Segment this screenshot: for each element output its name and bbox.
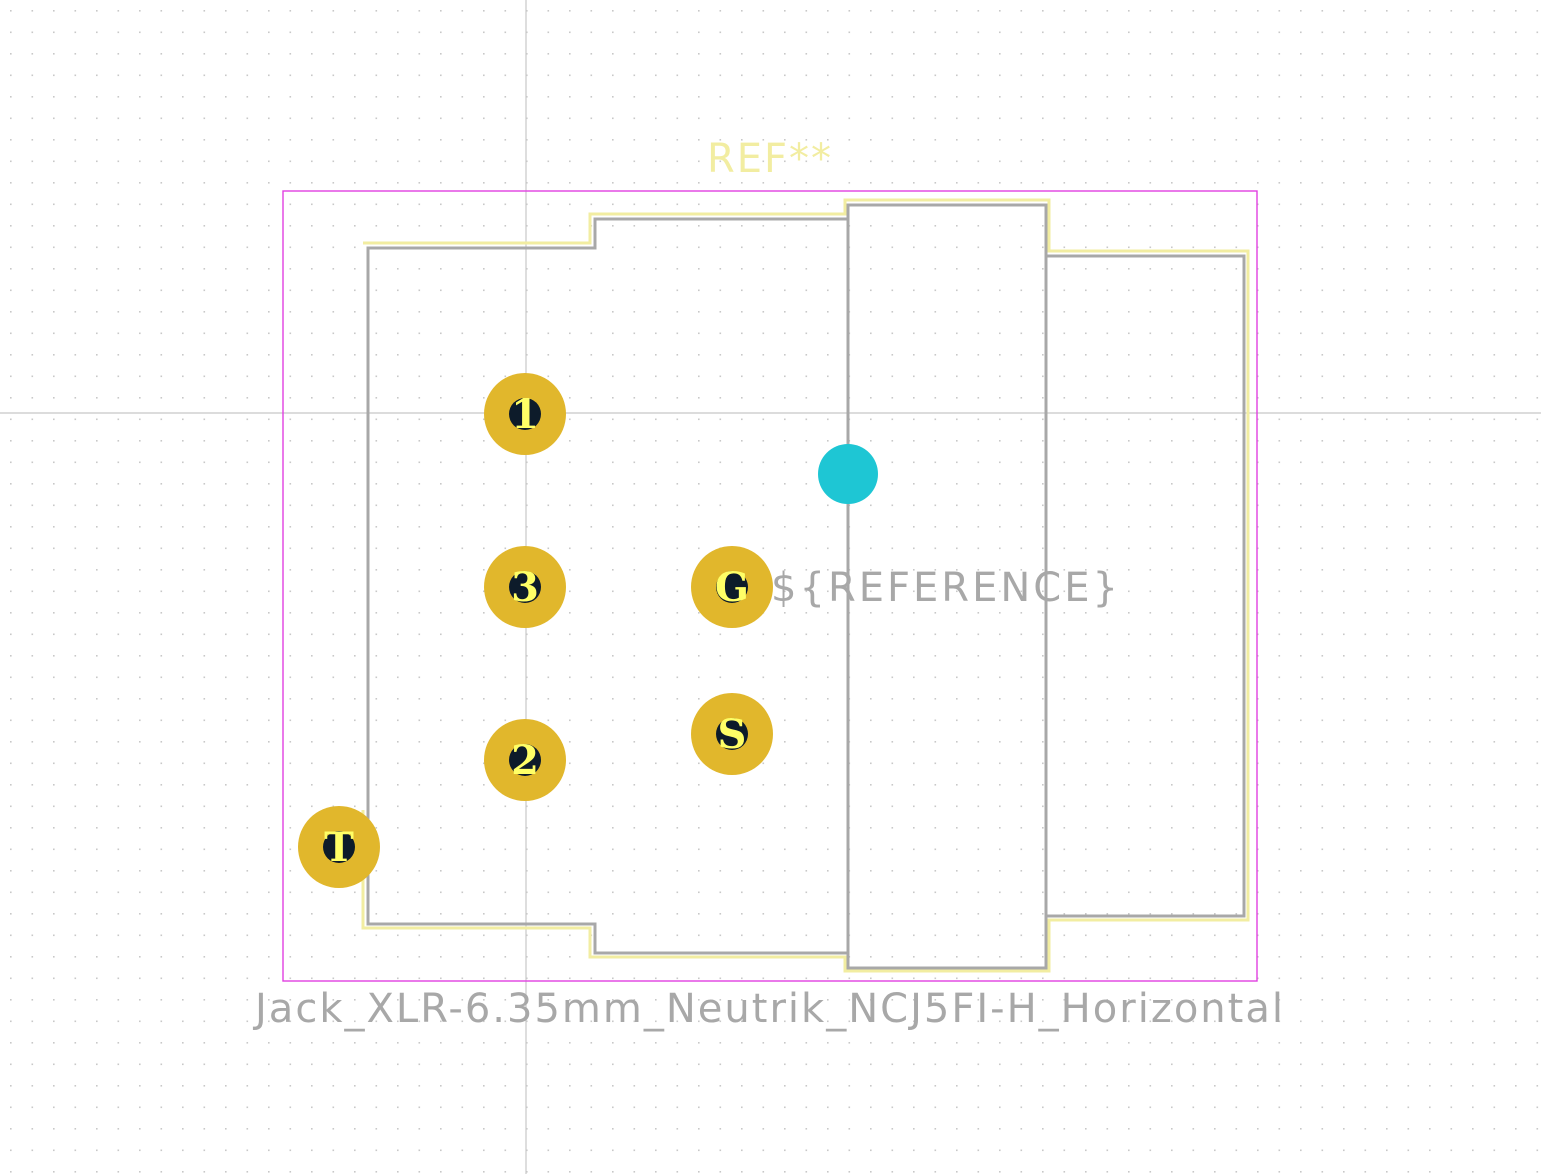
pad-drill xyxy=(716,718,748,750)
pad-label: 2 xyxy=(511,737,539,784)
value-text[interactable]: ${REFERENCE} xyxy=(771,565,1121,611)
pad-drill xyxy=(509,744,541,776)
pad-label: G xyxy=(715,564,749,611)
footprint-name-text[interactable]: Jack_XLR-6.35mm_Neutrik_NCJ5FI-H_Horizon… xyxy=(252,986,1285,1032)
pad-label: T xyxy=(324,824,354,871)
pad-g[interactable]: G xyxy=(691,546,773,628)
pad-drill xyxy=(716,571,748,603)
pad-3[interactable]: 3 xyxy=(484,546,566,628)
pad-label: S xyxy=(718,711,747,758)
pad-label: 1 xyxy=(511,391,539,438)
courtyard-outline[interactable] xyxy=(282,190,1258,982)
pad-label: 3 xyxy=(511,564,539,611)
pad-2[interactable]: 2 xyxy=(484,719,566,801)
mounting-hole[interactable] xyxy=(818,444,878,504)
pad-drill xyxy=(509,571,541,603)
reference-text[interactable]: REF** xyxy=(707,136,833,182)
pad-drill xyxy=(509,398,541,430)
pad-s[interactable]: S xyxy=(691,693,773,775)
silkscreen-outline[interactable] xyxy=(361,198,1250,973)
fab-jack-outline[interactable] xyxy=(1044,254,1246,918)
pad-1[interactable]: 1 xyxy=(484,373,566,455)
pad-drill xyxy=(323,831,355,863)
pad-t[interactable]: T xyxy=(298,806,380,888)
